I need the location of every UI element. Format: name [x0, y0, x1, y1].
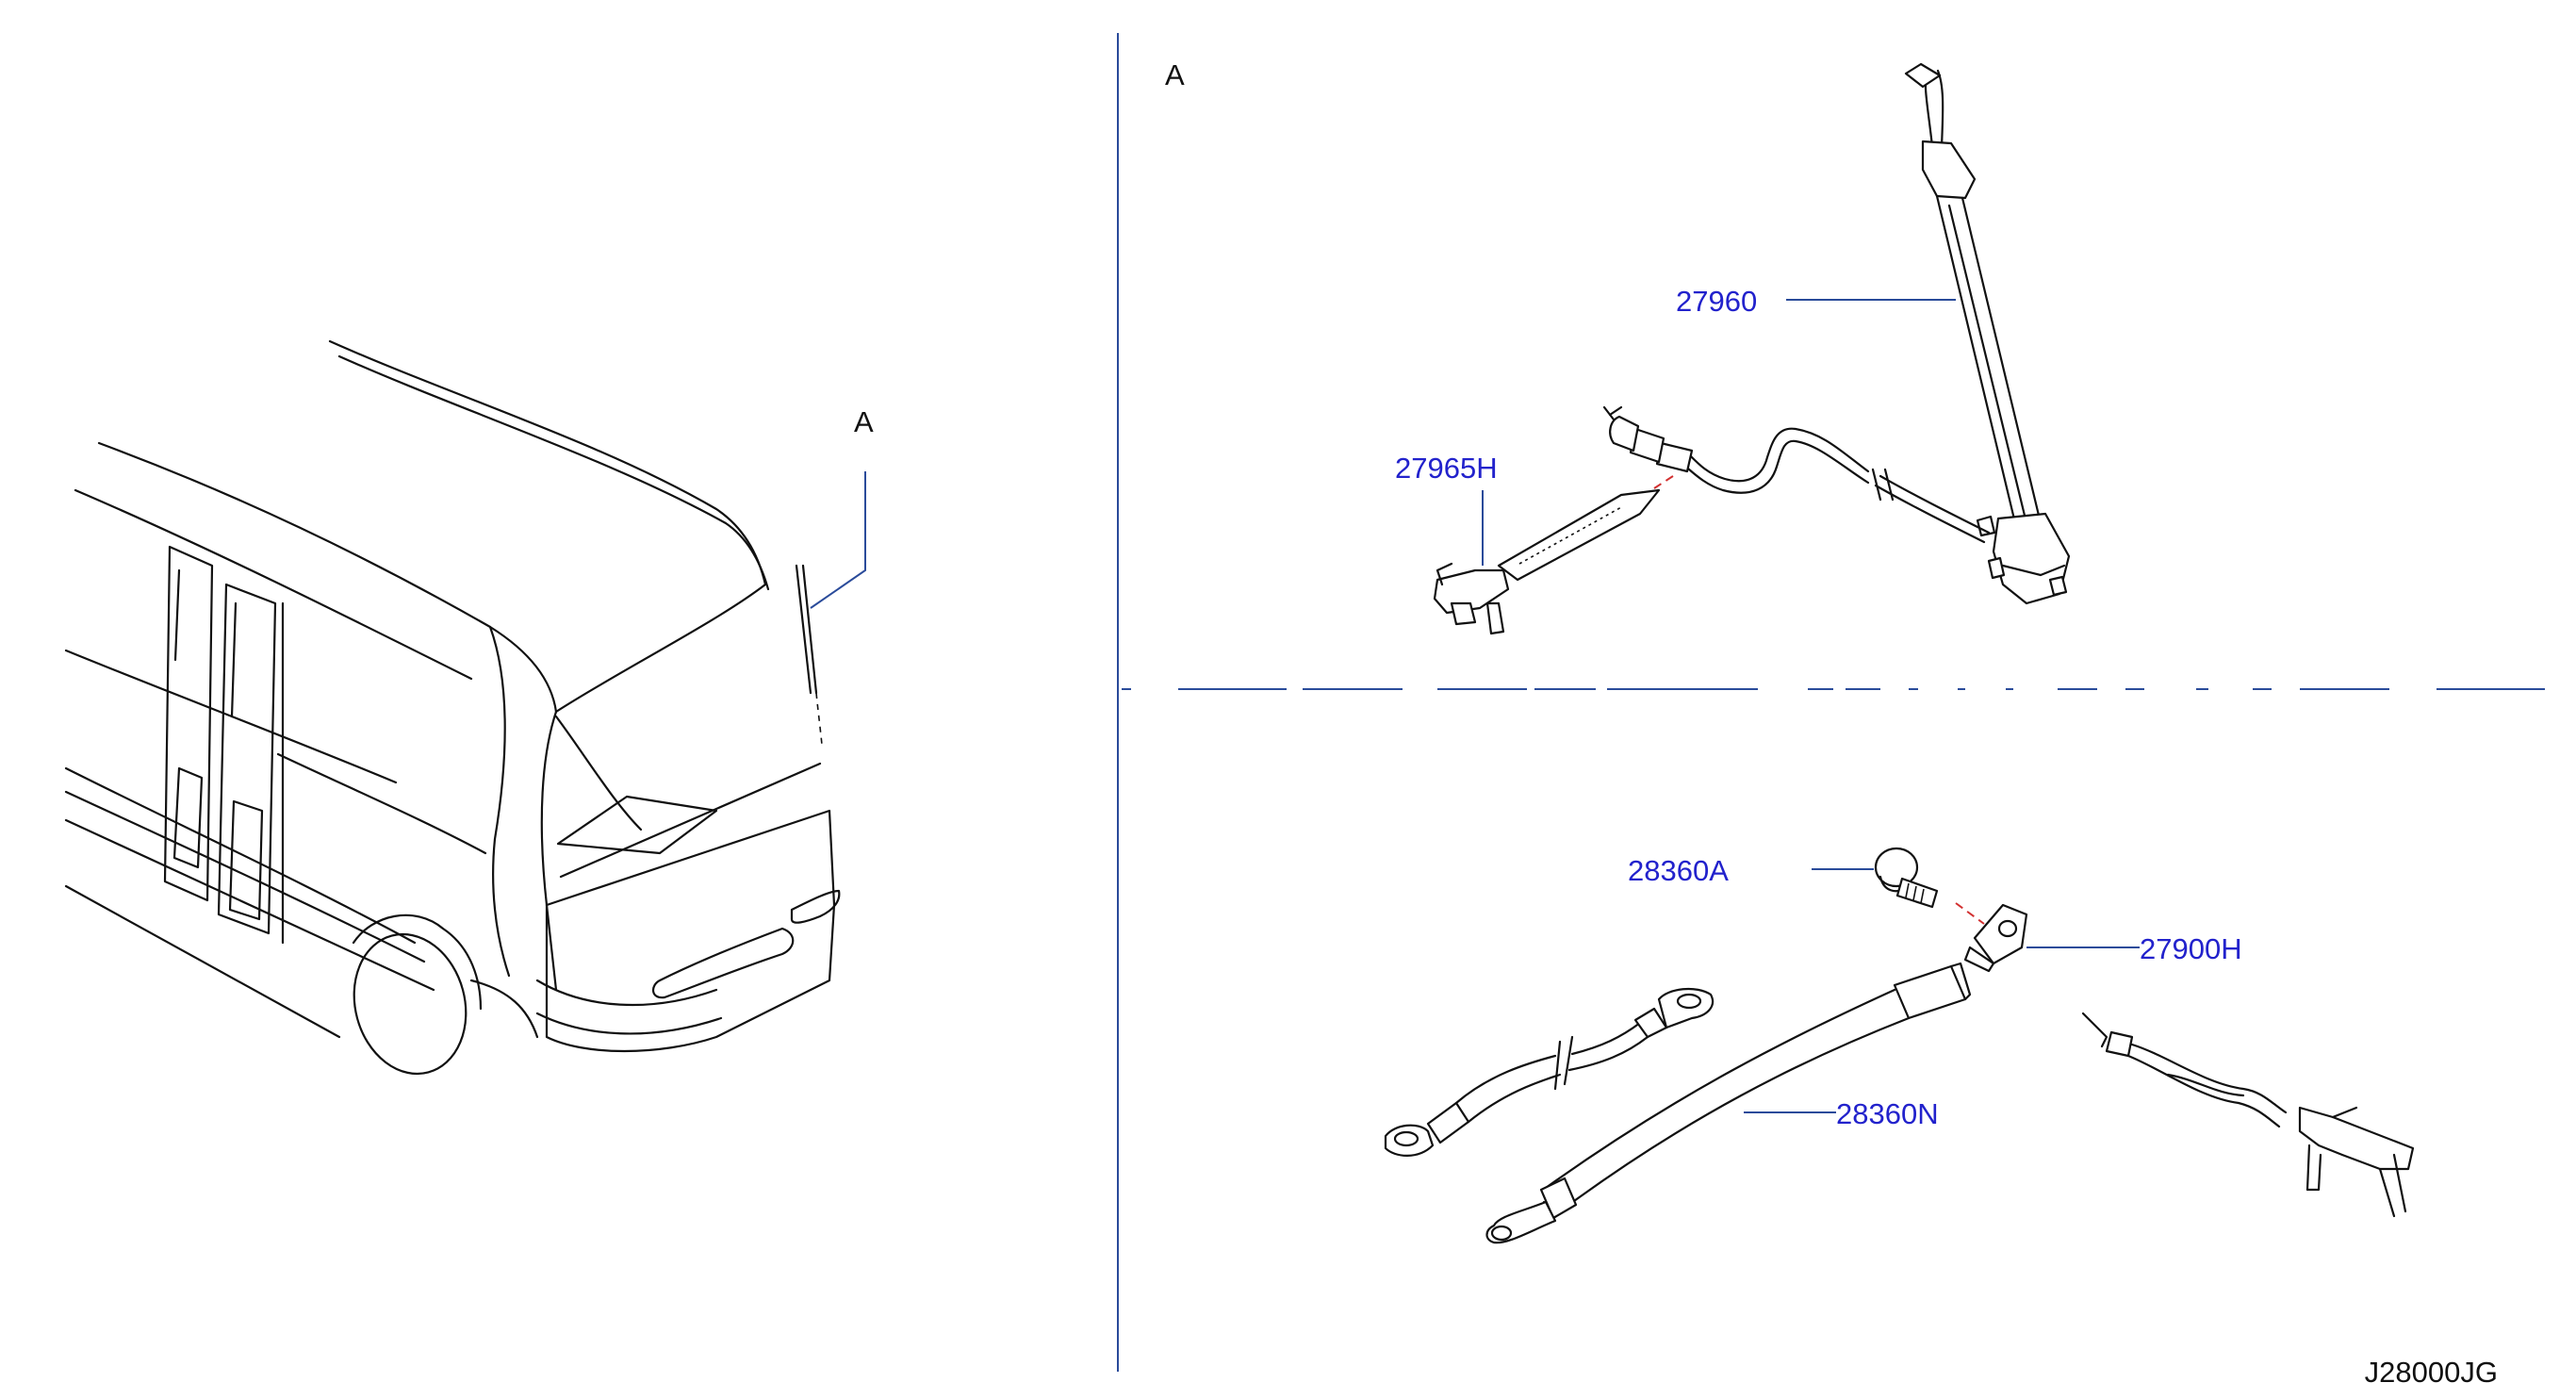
- antenna-harness: [2081, 1012, 2415, 1218]
- diagram-code: J28000JG: [2365, 1356, 2498, 1389]
- bolt-28360A: 28360A: [1628, 847, 1939, 909]
- van-callout-label: A: [854, 405, 874, 438]
- part-label-27900H: 27900H: [2140, 932, 2242, 965]
- terminal-27900H: 27900H: [1955, 902, 2242, 973]
- part-label-27960: 27960: [1676, 285, 1757, 318]
- strap-28360N: 28360N: [1485, 962, 1972, 1244]
- antenna-assembly-27960: 27960: [1602, 62, 2071, 605]
- ground-strap: [1384, 987, 1715, 1157]
- clip-27965H: 27965H: [1395, 452, 1674, 635]
- part-label-28360N: 28360N: [1836, 1097, 1939, 1130]
- part-label-28360A: 28360A: [1628, 854, 1729, 887]
- section-ref-label: A: [1165, 58, 1185, 91]
- van-illustration: A: [64, 339, 874, 1076]
- part-label-27965H: 27965H: [1395, 452, 1498, 485]
